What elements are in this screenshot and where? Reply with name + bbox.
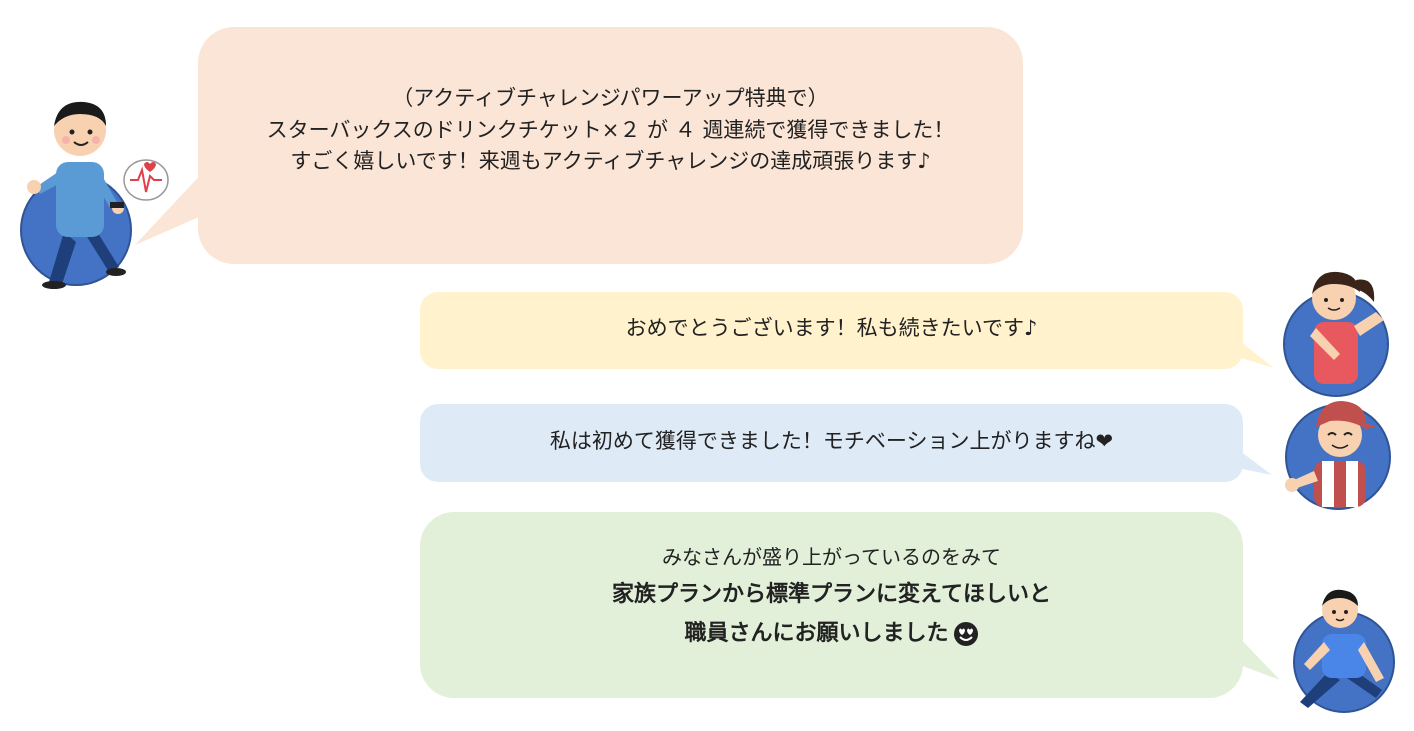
message-4-line-3-row: 職員さんにお願いしました [420,617,1243,650]
stretching-boy-icon [1293,589,1395,713]
message-1-line-2: スターバックスのドリンクチケット×２ が ４ 週連続で獲得できました！ [266,117,955,142]
message-4-line-3: 職員さんにお願いしました [684,621,949,646]
message-3-text-row: 私は初めて獲得できました！モチベーション上がりますね❤ [420,426,1243,458]
avatar-stretching-woman [1280,262,1400,397]
message-4-line-2: 家族プランから標準プランに変えてほしいと [612,582,1051,607]
heart-icon: ❤ [1095,429,1114,453]
chat-bubble-3: 私は初めて獲得できました！モチベーション上がりますね❤ [420,404,1243,482]
avatar-walking-man [14,92,174,292]
chat-bubble-1: （アクティブチャレンジパワーアップ特典で） スターバックスのドリンクチケット×２… [198,27,1023,264]
message-1-line-3: すごく嬉しいです！来週もアクティブチャレンジの達成頑張ります♪ [290,149,931,173]
message-4-line-1: みなさんが盛り上がっているのをみて [662,545,1001,569]
chat-bubble-2: おめでとうございます！私も続きたいです♪ [420,292,1243,369]
bubble-tail-4 [1232,630,1280,680]
avatar-stretching-boy [1284,586,1404,716]
bubble-tail-3 [1232,445,1272,475]
elderly-man-cap-icon [1285,401,1391,510]
walking-man-smartwatch-icon [20,101,169,289]
avatar-elderly-man [1280,395,1400,515]
message-1-line-1: （アクティブチャレンジパワーアップ特典で） [392,86,829,110]
message-2-line-1: おめでとうございます！私も続きたいです♪ [625,316,1038,340]
message-3-text: 私は初めて獲得できました！モチベーション上がりますね [549,429,1096,453]
bubble-tail-2 [1232,335,1274,368]
stretching-woman-icon [1283,271,1389,397]
bubble-tail-1 [135,170,215,245]
chat-bubble-4: みなさんが盛り上がっているのをみて 家族プランから標準プランに変えてほしいと 職… [420,512,1243,698]
heart-eyes-emoji-icon [953,622,978,646]
